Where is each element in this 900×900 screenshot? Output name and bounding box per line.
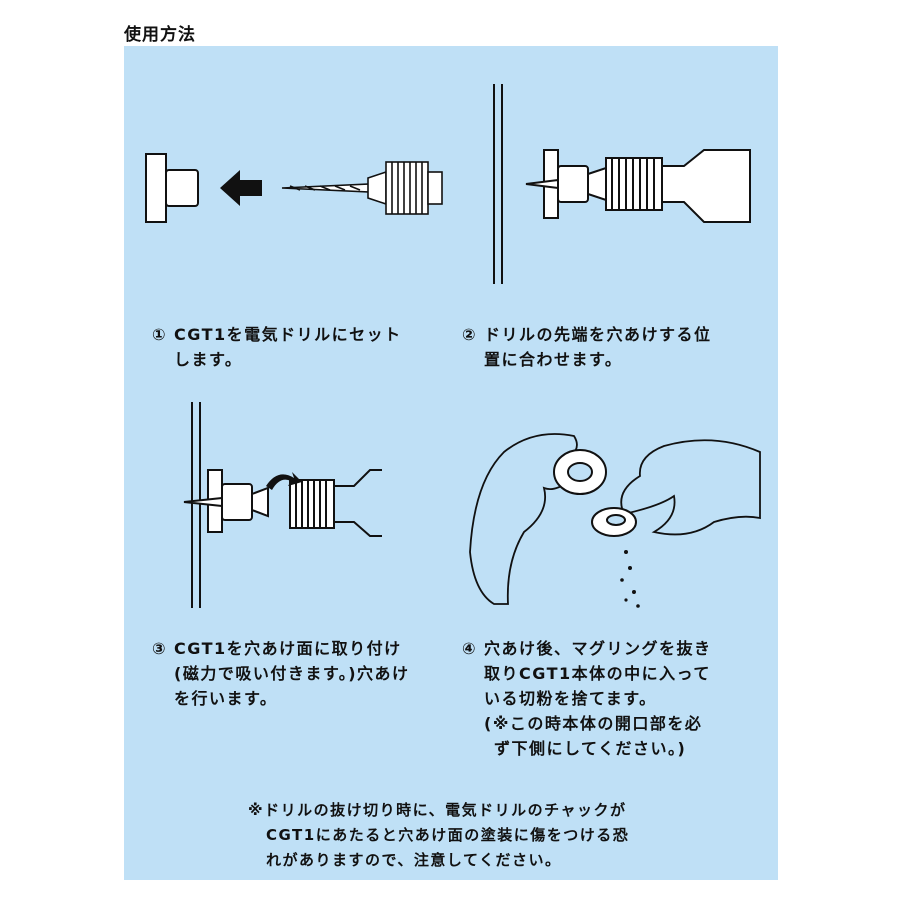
page-heading: 使用方法 [124, 25, 196, 45]
right-hand [620, 439, 761, 536]
drill-bit [525, 178, 559, 190]
step-3-number: ③ [152, 639, 168, 658]
step-3-line-3: を行います。 [174, 689, 278, 708]
step-2-number: ② [462, 325, 478, 344]
step-1-line-1: CGT1を電気ドリルにセット [174, 325, 402, 344]
step-1-number: ① [152, 325, 168, 344]
step-1: ① CGT1を電気ドリルにセット します。 [152, 322, 402, 372]
illustration-step-2 [493, 84, 751, 284]
step-4: ④ 穴あけ後、マグリングを抜き 取りCGT1本体の中に入って いる切粉を捨てます。… [462, 636, 712, 761]
step-4-line-1: 穴あけ後、マグリングを抜き [484, 639, 712, 658]
chuck-nose [367, 170, 387, 206]
cgt1-body [165, 169, 199, 207]
caution-line-2: CGT1にあたると穴あけ面の塗装に傷をつける恐 [266, 826, 630, 844]
illustration-step-4 [469, 433, 761, 608]
chips [620, 550, 640, 608]
cgt1-body [221, 483, 253, 521]
step-4-line-5: ず下側にしてください。) [494, 739, 687, 758]
arrow-left-icon [220, 170, 262, 206]
step-3-line-2: (磁力で吸い付きます。)穴あけ [174, 664, 410, 683]
step-3: ③ CGT1を穴あけ面に取り付け (磁力で吸い付きます。)穴あけ を行います。 [152, 636, 410, 711]
chuck-nose [587, 166, 607, 202]
rotation-arrow-icon [266, 472, 302, 490]
step-2: ② ドリルの先端を穴あけする位 置に合わせます。 [462, 322, 712, 372]
drill-housing [661, 149, 751, 223]
caution-line-1: ※ドリルの抜け切り時に、電気ドリルのチャックが [248, 801, 627, 819]
step-2-line-2: 置に合わせます。 [484, 350, 623, 369]
cgt1-flange [145, 153, 167, 223]
step-4-line-4: (※この時本体の開口部を必 [484, 714, 703, 733]
caution-note: ※ドリルの抜け切り時に、電気ドリルのチャックが CGT1にあたると穴あけ面の塗装… [248, 798, 629, 873]
step-4-number: ④ [462, 639, 478, 658]
drill-bit [183, 496, 223, 508]
caution-line-3: れがありますので、注意してください。 [266, 851, 562, 869]
illustration-step-3 [183, 402, 382, 608]
illustration-step-1 [145, 153, 443, 223]
cgt1-body [557, 165, 589, 203]
step-3-line-1: CGT1を穴あけ面に取り付け [174, 639, 402, 658]
step-4-line-2: 取りCGT1本体の中に入って [484, 664, 711, 683]
step-4-line-3: いる切粉を捨てます。 [484, 689, 657, 708]
step-2-line-1: ドリルの先端を穴あけする位 [484, 325, 712, 344]
chuck-nose [251, 486, 269, 518]
step-1-line-2: します。 [174, 350, 243, 369]
